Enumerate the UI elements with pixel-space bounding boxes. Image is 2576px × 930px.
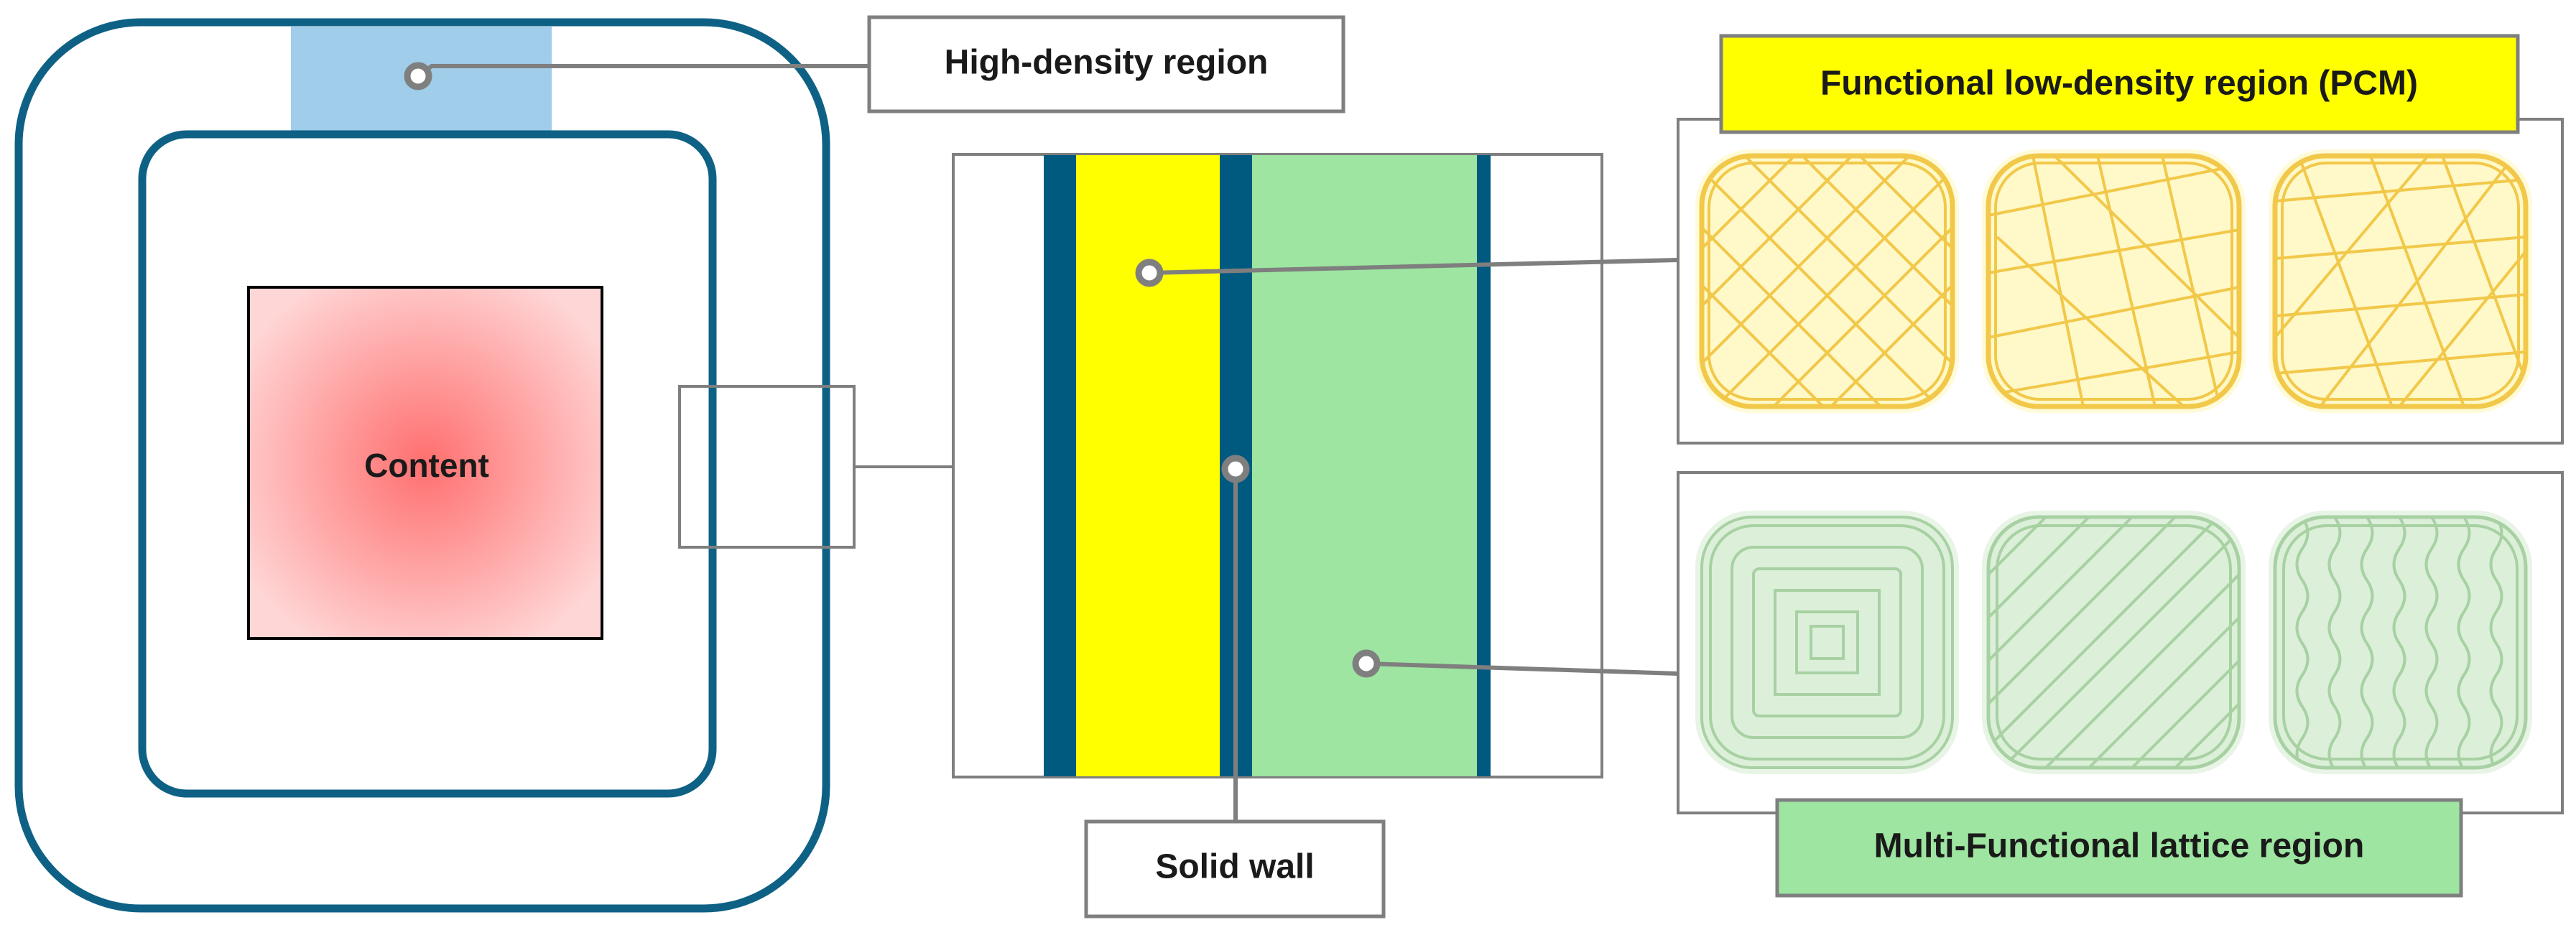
lattice-tile-diagonal-lines: [1982, 511, 2246, 774]
lattice-layer: [1252, 155, 1477, 776]
pcm-tile-triangular-grid: [2269, 149, 2532, 413]
pcm-label: Functional low-density region (PCM): [1820, 65, 2418, 103]
solid-wall-right: [1477, 155, 1491, 776]
dot-pcm: [1135, 259, 1164, 287]
solid-wall-left: [1044, 155, 1076, 776]
solid-wall-callout: Solid wall: [1084, 819, 1386, 919]
inner-shell: [138, 130, 717, 798]
lattice-callout: Multi-Functional lattice region: [1775, 798, 2463, 898]
pcm-callout: Functional low-density region (PCM): [1719, 34, 2520, 134]
wall-layers-zoom: [952, 153, 1603, 778]
pcm-layer: [1076, 155, 1220, 776]
lattice-label: Multi-Functional lattice region: [1874, 827, 2365, 865]
high-density-callout: High-density region: [867, 15, 1345, 113]
package-cross-section: Content: [14, 18, 856, 913]
dot-high-density: [404, 62, 432, 90]
lattice-tile-concentric-squares: [1695, 511, 1959, 774]
dot-lattice: [1352, 649, 1381, 678]
outer-shell: [14, 18, 830, 913]
high-density-label: High-density region: [945, 44, 1269, 82]
leader-lines: [417, 64, 1679, 822]
leader-dots: [404, 62, 1381, 678]
pcm-panel: [1677, 118, 2564, 445]
lattice-panel: [1677, 471, 2564, 814]
pcm-tile-diagonal-grid: [1695, 149, 1959, 413]
leader-lattice: [1366, 661, 1679, 676]
content-label: Content: [364, 447, 489, 484]
dot-solid-wall: [1221, 455, 1250, 483]
solid-wall-label: Solid wall: [1155, 848, 1314, 886]
pcm-tile-irregular-grid: [1982, 149, 2246, 413]
lattice-tile-wavy-lines: [2269, 511, 2532, 774]
content-box: [247, 286, 603, 640]
leader-pcm: [1149, 258, 1679, 275]
